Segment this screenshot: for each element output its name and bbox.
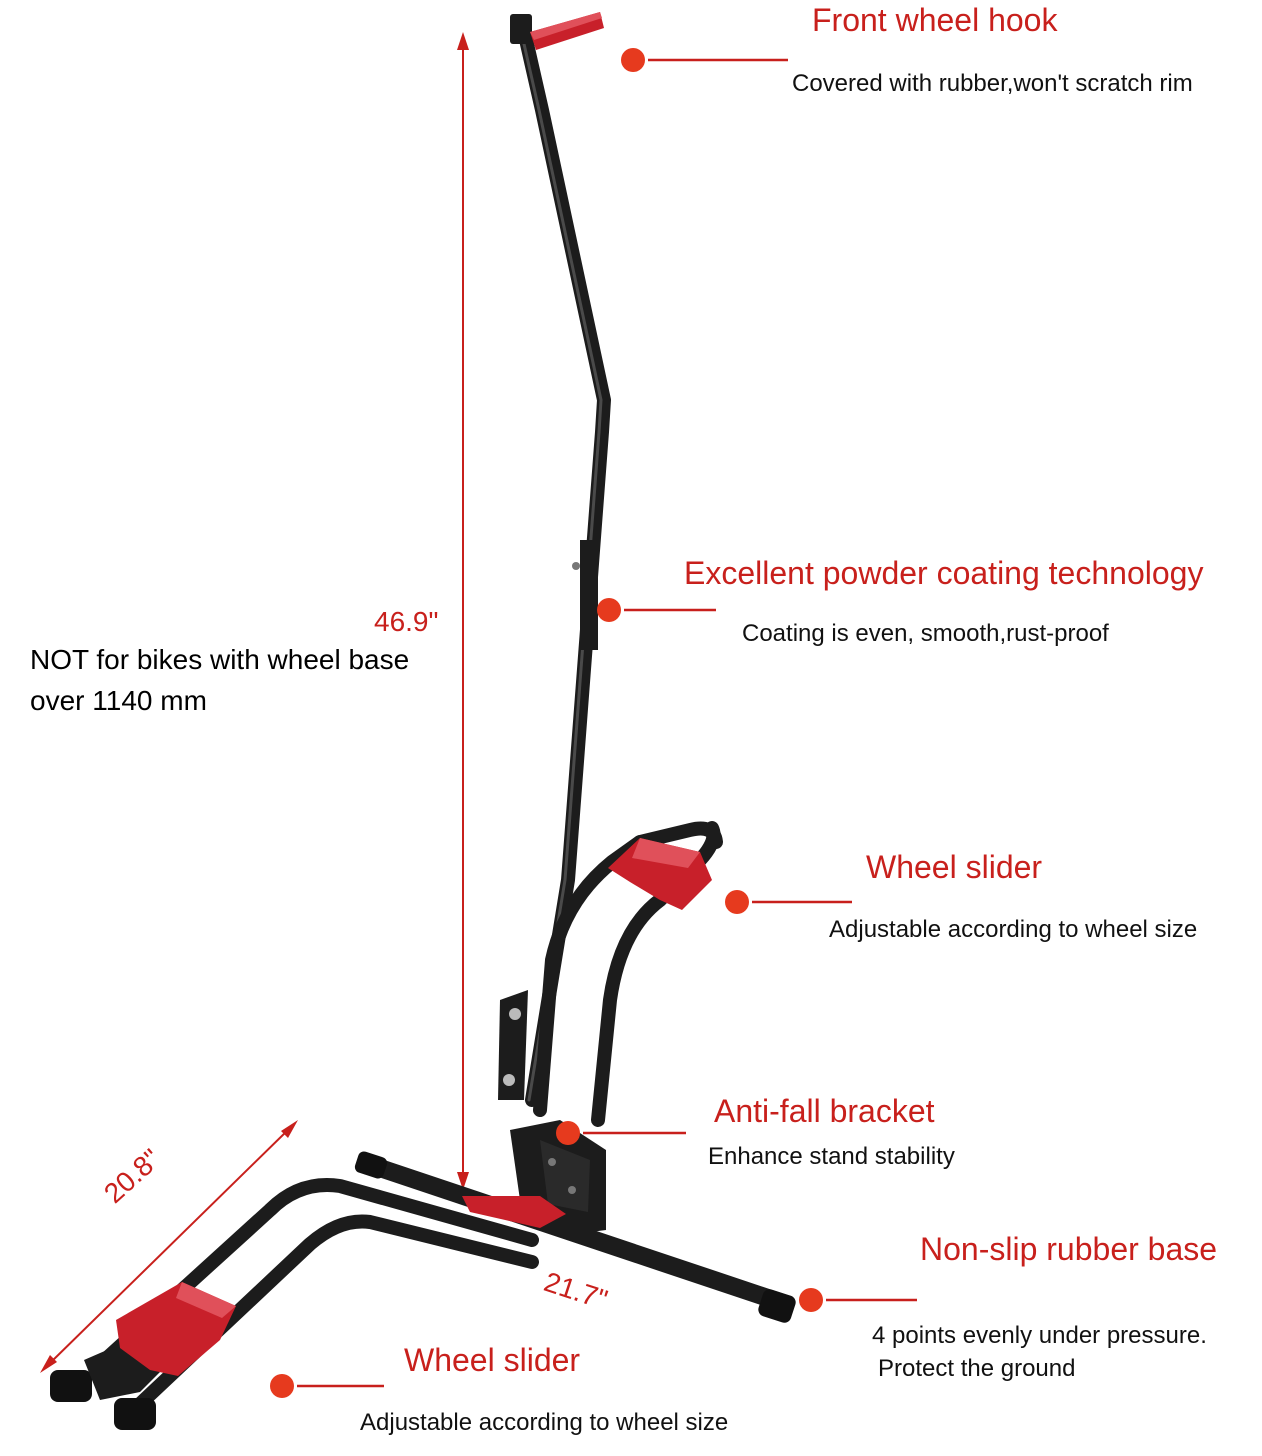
callout-powder-coating <box>597 598 716 622</box>
feature-title-rubber-base: Non-slip rubber base <box>920 1231 1218 1267</box>
callout-front-wheel-hook <box>621 48 788 72</box>
bike-stand <box>50 12 796 1430</box>
feature-desc-wheel-slider-front: Adjustable according to wheel size <box>360 1409 729 1436</box>
feature-title-powder-coating: Excellent powder coating technology <box>684 555 1204 591</box>
feature-desc-rubber-base: 4 points evenly under pressure. <box>872 1322 1207 1349</box>
wheelbase-note-line2: over 1140 mm <box>30 685 207 716</box>
front-wheel-hook <box>510 12 604 50</box>
height-dimension-arrow <box>457 32 469 1190</box>
feature-title-wheel-slider-rear: Wheel slider <box>866 849 1043 885</box>
front-wheel-slider <box>84 1282 236 1400</box>
pole-bracket-plate <box>498 990 528 1100</box>
height-dimension-label: 46.9" <box>374 606 439 637</box>
feature-desc2-rubber-base: Protect the ground <box>878 1355 1076 1382</box>
feature-title-front-wheel-hook: Front wheel hook <box>812 2 1058 38</box>
base-center-pad <box>462 1196 566 1228</box>
base-frame <box>89 1155 789 1411</box>
rear-wheel-slider <box>533 821 723 1127</box>
feature-desc-anti-fall-bracket: Enhance stand stability <box>708 1143 955 1170</box>
callout-front-wheel-slider <box>270 1374 384 1398</box>
feature-title-anti-fall-bracket: Anti-fall bracket <box>714 1093 935 1129</box>
callout-rear-wheel-slider <box>725 890 852 914</box>
feature-title-wheel-slider-front: Wheel slider <box>404 1342 581 1378</box>
rubber-feet <box>50 1151 796 1430</box>
callout-rubber-base <box>799 1288 917 1312</box>
feature-desc-powder-coating: Coating is even, smooth,rust-proof <box>742 620 1109 647</box>
rear-wheel-slider-pad <box>608 838 712 910</box>
wheelbase-note-line1: NOT for bikes with wheel base <box>30 644 410 675</box>
callout-anti-fall-bracket <box>556 1121 686 1145</box>
feature-desc-front-wheel-hook: Covered with rubber,won't scratch rim <box>792 70 1193 97</box>
feature-desc-wheel-slider-rear: Adjustable according to wheel size <box>829 916 1198 943</box>
depth-dimension-arrow <box>40 1120 298 1373</box>
